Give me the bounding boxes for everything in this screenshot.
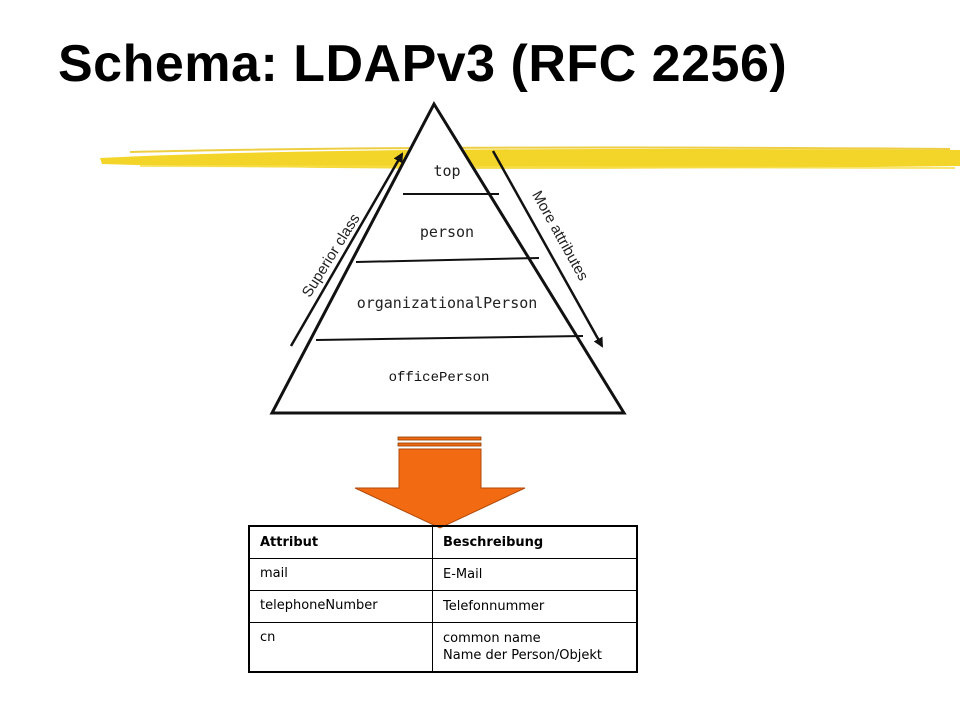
pyramid: top person organizationalPerson officePe… <box>269 100 627 415</box>
description-cell: E-Mail <box>432 558 638 591</box>
description-line: Telefonnummer <box>443 599 545 614</box>
pyramid-level-person: person <box>420 223 474 241</box>
more-attributes-arrow <box>491 150 604 348</box>
column-header-attribute: Attribut <box>248 525 433 559</box>
pyramid-level-top: top <box>433 162 460 180</box>
table-row: telephoneNumber Telefonnummer <box>248 590 638 623</box>
attribute-cell: mail <box>248 558 433 591</box>
table-row: cn common name Name der Person/Objekt <box>248 622 638 673</box>
pyramid-divider <box>315 335 584 341</box>
highlighter-stroke <box>100 146 960 169</box>
slide-title: Schema: LDAPv3 (RFC 2256) <box>58 35 788 93</box>
table-header-row: Attribut Beschreibung <box>248 525 638 559</box>
attribute-table: Attribut Beschreibung mail E-Mail teleph… <box>248 525 638 673</box>
description-line: E-Mail <box>443 567 483 582</box>
table-row: mail E-Mail <box>248 558 638 591</box>
pyramid-level-office-person: officePerson <box>389 370 490 386</box>
attribute-cell: cn <box>248 622 433 673</box>
pyramid-divider <box>355 257 540 263</box>
column-header-description: Beschreibung <box>432 525 638 559</box>
pyramid-level-organizational-person: organizationalPerson <box>357 294 538 312</box>
description-line: Name der Person/Objekt <box>443 648 602 663</box>
attribute-cell: telephoneNumber <box>248 590 433 623</box>
superior-class-arrow <box>289 152 404 347</box>
description-cell: Telefonnummer <box>432 590 638 623</box>
description-cell: common name Name der Person/Objekt <box>432 622 638 673</box>
down-arrow-icon <box>354 436 526 529</box>
description-line: common name <box>443 631 541 646</box>
